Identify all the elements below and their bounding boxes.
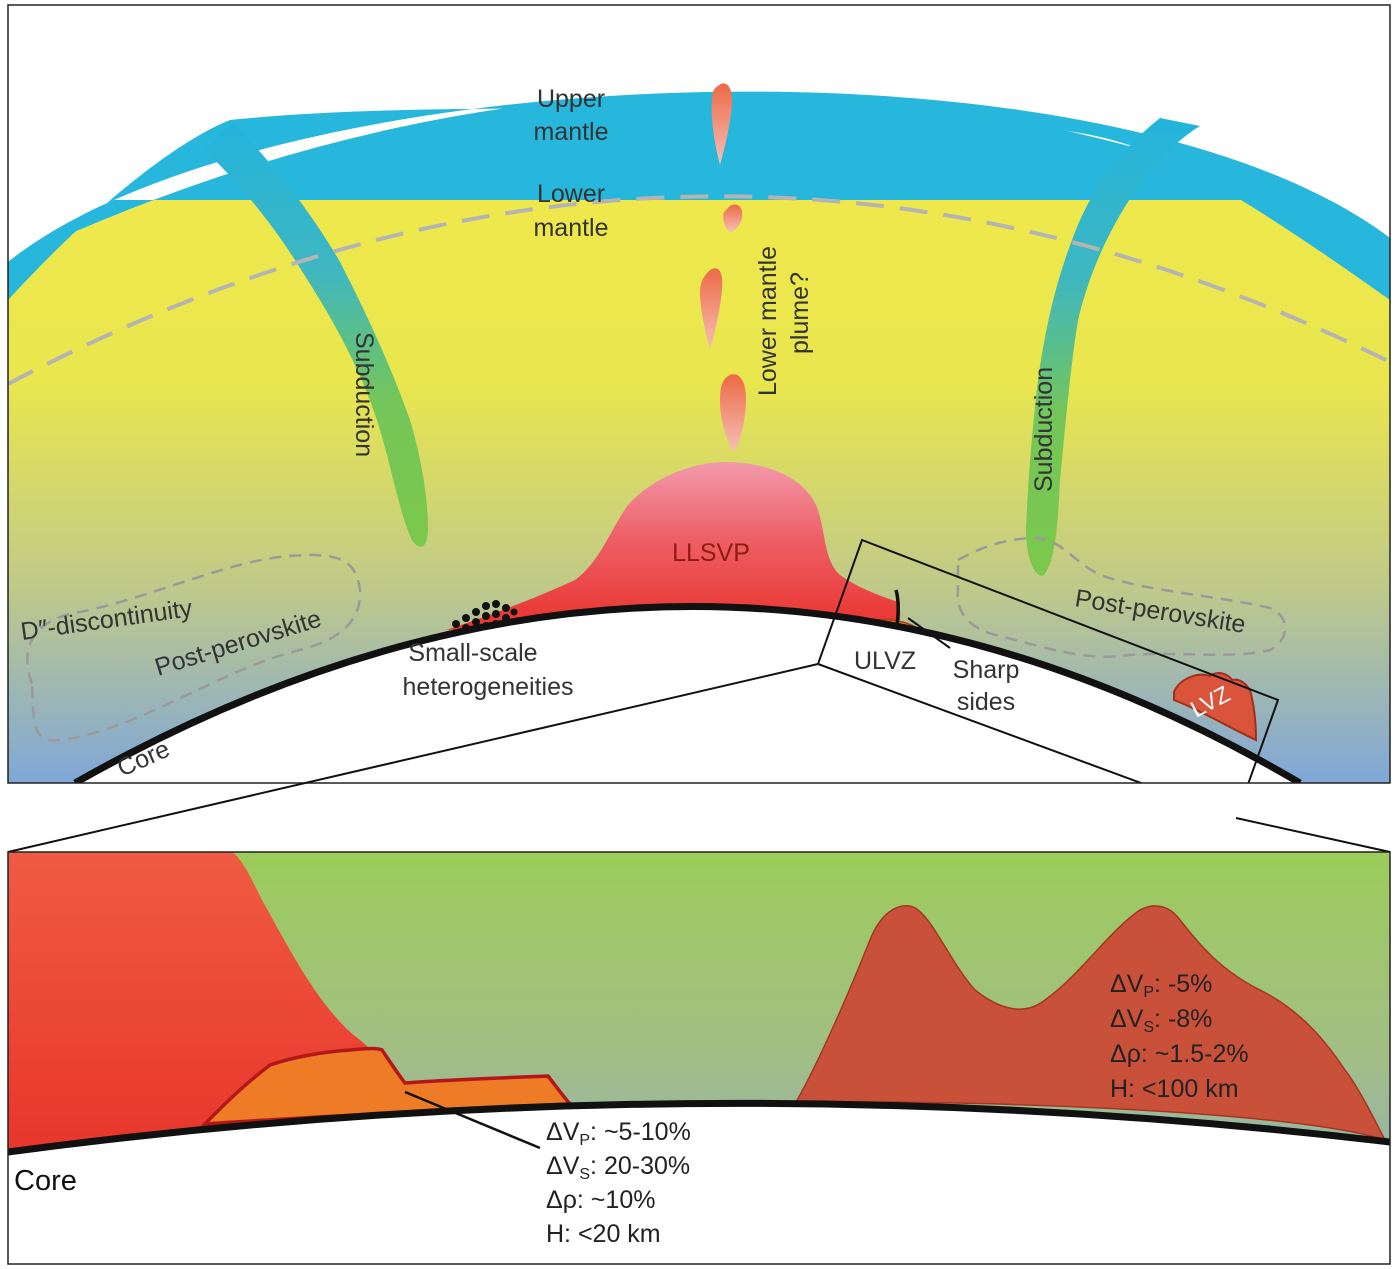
- ulvz-label: ULVZ: [854, 647, 916, 675]
- lvz-stat-dvs: ΔVS: -8%: [1110, 1005, 1212, 1036]
- subduction-left-label: Subduction: [350, 332, 378, 457]
- zoom-connector-left: [7, 663, 819, 853]
- ulvz-stats: ΔVP: ~5-10% ΔVS: 20-30% Δρ: ~10% H: <20 …: [546, 1118, 691, 1248]
- zoom-core-mantle-boundary: [8, 1099, 1390, 1156]
- crust-layer: [8, 92, 1390, 262]
- upper-mantle-label-line1: Upper: [537, 85, 605, 113]
- llsvp-label: LLSVP: [672, 539, 750, 567]
- zoom-connector-right: [1235, 817, 1391, 853]
- ulvz-stat-dvs: ΔVS: 20-30%: [546, 1152, 690, 1183]
- lvz-stat-drho: Δρ: ~1.5-2%: [1110, 1040, 1249, 1068]
- ulvz-pointer-line: [404, 1090, 541, 1150]
- zoom-core-region: [8, 1103, 1390, 1264]
- lvz-stat-height: H: <100 km: [1110, 1075, 1239, 1103]
- core-mantle-boundary: [73, 603, 1302, 783]
- post-perovskite-left-region: [26, 553, 362, 742]
- lvz-stats: ΔVP: -5% ΔVS: -8% Δρ: ~1.5-2% H: <100 km: [1110, 970, 1249, 1103]
- ulvz-stat-dvp: ΔVP: ~5-10%: [546, 1118, 691, 1149]
- core-bottom-label: Core: [14, 1165, 77, 1197]
- subduction-right-label: Subduction: [1030, 367, 1058, 492]
- subduction-slab-right: [1026, 118, 1200, 576]
- lvz-small: [1173, 672, 1258, 742]
- sharp-sides-pointer: [907, 617, 951, 649]
- llsvp-region: [446, 462, 901, 632]
- small-scale-label-line1: Small-scale: [408, 639, 537, 667]
- plume-label-line1: Lower mantle: [754, 246, 782, 396]
- lvz-stat-dvp: ΔVP: -5%: [1110, 970, 1212, 1001]
- sky-region: [8, 5, 1390, 262]
- zoom-panel: [8, 852, 1390, 1264]
- post-perovskite-right-region: [956, 536, 1287, 658]
- ulvz-stat-drho: Δρ: ~10%: [546, 1186, 655, 1214]
- transition-zone-dashed-line: [8, 194, 1390, 386]
- sharp-sides-label-line1: Sharp: [953, 656, 1020, 684]
- zoom-box: [816, 538, 1280, 783]
- top-panel-frame: [7, 4, 1391, 784]
- small-scale-label-line2: heterogeneities: [403, 673, 574, 701]
- upper-mantle-label-line2: mantle: [533, 118, 608, 146]
- sharp-sides-label-line2: sides: [957, 688, 1015, 716]
- plume-label-line2: plume?: [786, 272, 814, 354]
- lower-mantle-plume: [700, 83, 746, 452]
- lower-mantle-label-line2: mantle: [533, 214, 608, 242]
- lower-mantle-label-line1: Lower: [537, 180, 605, 208]
- subduction-slab-left: [205, 122, 428, 547]
- zoom-panel-frame: [7, 851, 1391, 1265]
- ulvz-stat-height: H: <20 km: [546, 1220, 661, 1248]
- top-panel: [8, 5, 1390, 783]
- zoom-lvz-region: [794, 905, 1387, 1142]
